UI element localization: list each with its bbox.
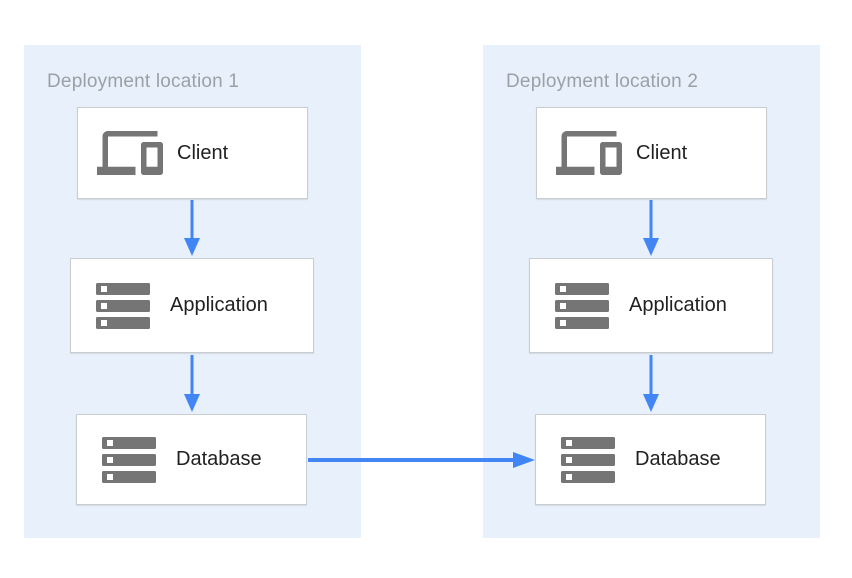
server-stack-icon — [90, 282, 156, 329]
server-stack-icon — [549, 282, 615, 329]
server-stack-icon — [555, 436, 621, 483]
deployment-location-1-zone: Deployment location 1 Client — [24, 45, 361, 538]
node-label: Client — [636, 141, 688, 164]
zone-title-1: Deployment location 1 — [47, 71, 240, 92]
node-database-2: Database — [535, 414, 766, 505]
node-database-1: Database — [76, 414, 307, 505]
client-devices-icon — [556, 120, 622, 186]
node-application-2: Application — [529, 258, 773, 353]
server-stack-icon — [96, 436, 162, 483]
node-client-1: Client — [77, 107, 308, 199]
client-devices-icon — [97, 120, 163, 186]
node-client-2: Client — [536, 107, 767, 199]
node-label: Application — [170, 294, 268, 316]
node-application-1: Application — [70, 258, 314, 353]
zone-title-2: Deployment location 2 — [506, 71, 699, 92]
node-label: Database — [635, 448, 721, 470]
node-label: Application — [629, 294, 727, 316]
node-label: Client — [177, 141, 229, 164]
deployment-location-2-zone: Deployment location 2 Client — [483, 45, 820, 538]
node-label: Database — [176, 448, 262, 470]
